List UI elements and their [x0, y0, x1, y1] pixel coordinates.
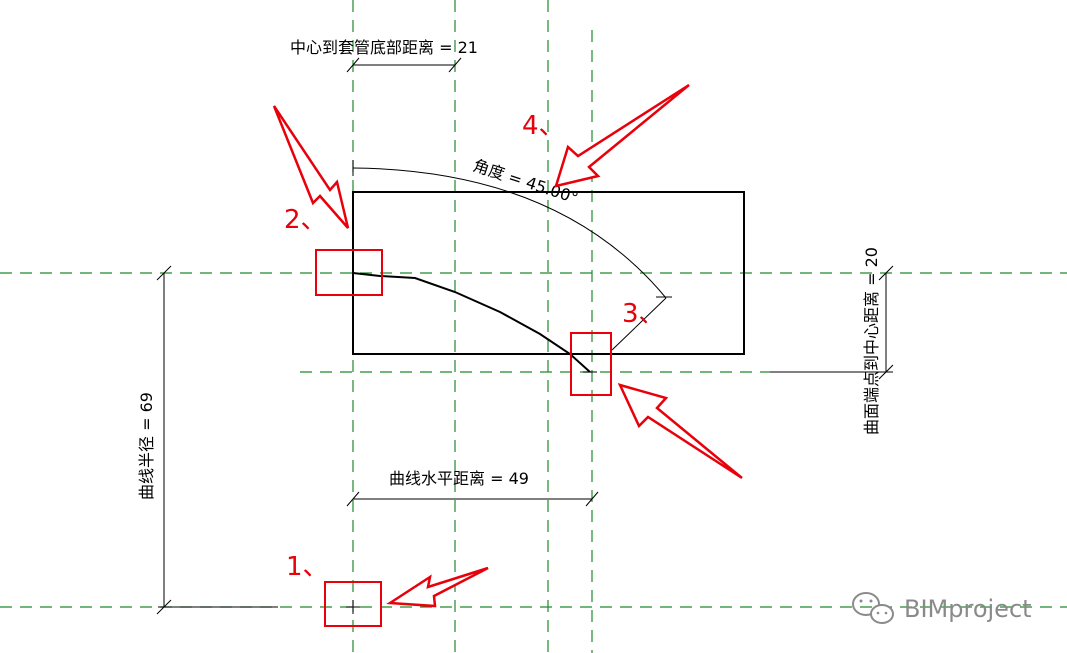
marker-2: 2、: [284, 205, 327, 235]
angle-arc: [352, 167, 667, 299]
arrow-1-icon: [386, 566, 489, 608]
marker-3: 3、: [622, 299, 665, 329]
highlight-box-1: [324, 581, 382, 627]
dim-endpoint-to-center: [770, 265, 894, 380]
dim-endpoint-to-center-label: 曲面端点到中心距离 = 20: [862, 247, 881, 435]
dim-center-to-sleeve: [346, 57, 462, 73]
arrow-3-icon: [617, 383, 743, 480]
dim-curve-radius: [156, 265, 278, 615]
angle-arc-witness: [611, 297, 667, 351]
dim-curve-horizontal: [346, 491, 599, 507]
marker-4: 4、: [522, 111, 565, 141]
marker-1: 1、: [286, 552, 329, 582]
red-arrows: [272, 83, 743, 608]
dim-curve-horizontal-label: 曲线水平距离 = 49: [389, 469, 529, 488]
origin-marks: [346, 371, 597, 614]
highlight-box-3: [570, 332, 612, 396]
arrow-4-icon: [554, 83, 690, 188]
dim-curve-radius-label: 曲线半径 = 69: [137, 392, 156, 500]
watermark-text: BIMproject: [904, 595, 1032, 623]
wechat-icon: [852, 592, 894, 624]
highlight-box-2: [315, 249, 383, 296]
highlight-boxes: [315, 249, 612, 627]
dim-center-to-sleeve-label: 中心到套管底部距离 = 21: [290, 38, 478, 57]
curve-path: [352, 272, 591, 373]
arrow-2-icon: [272, 105, 350, 229]
